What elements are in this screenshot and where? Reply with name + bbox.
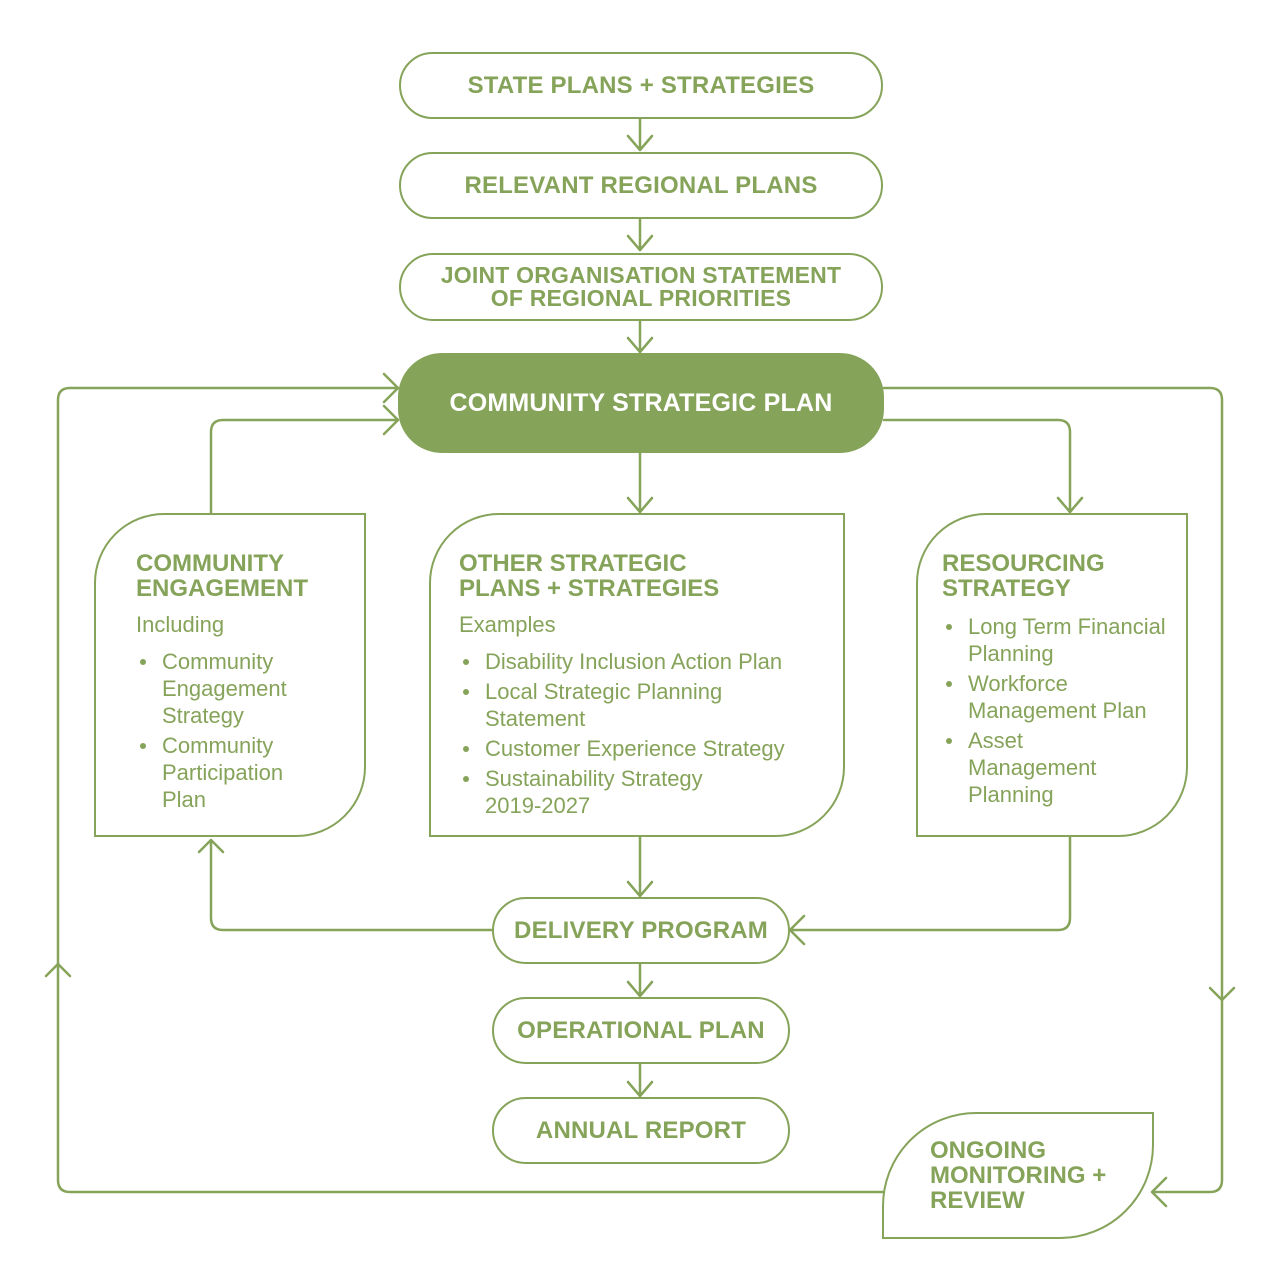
operational-plan-label: OPERATIONAL PLAN xyxy=(517,1016,765,1044)
community-strategic-plan-label: COMMUNITY STRATEGIC PLAN xyxy=(449,388,833,417)
arrow-other-plans-to-delivery xyxy=(626,834,654,898)
regional-plans-box: RELEVANT REGIONAL PLANS xyxy=(399,152,883,219)
community-engagement-box: COMMUNITY ENGAGEMENT Including Community… xyxy=(94,513,366,837)
list-item: Local Strategic Planning Statement xyxy=(463,678,765,732)
other-strategic-plans-title-line1: OTHER STRATEGIC xyxy=(459,550,687,577)
list-item: Customer Experience Strategy xyxy=(463,735,830,762)
other-strategic-plans-subtitle: Examples xyxy=(459,612,556,637)
arrow-delivery-to-operational xyxy=(626,962,654,998)
list-item: Sustainability Strategy 2019-2027 xyxy=(463,765,745,819)
delivery-program-label: DELIVERY PROGRAM xyxy=(514,916,768,944)
annual-report-label: ANNUAL REPORT xyxy=(535,1116,747,1144)
community-engagement-title-line1: COMMUNITY xyxy=(136,550,284,577)
operational-plan-box: OPERATIONAL PLAN xyxy=(492,997,790,1064)
arrow-engagement-to-csp xyxy=(209,404,400,516)
resourcing-strategy-box: RESOURCING STRATEGY Long Term Financial … xyxy=(916,513,1188,837)
arrow-regional-to-joint xyxy=(626,216,654,252)
ongoing-monitoring-title: ONGOING MONITORING + REVIEW xyxy=(930,1138,1142,1213)
community-engagement-list: Community Engagement Strategy Community … xyxy=(136,648,354,813)
arrow-resourcing-to-delivery xyxy=(788,834,1072,946)
arrow-csp-loop-to-monitoring xyxy=(882,386,1224,1208)
arrow-csp-to-other-plans xyxy=(626,451,654,514)
arrow-operational-to-annual xyxy=(626,1062,654,1098)
other-strategic-plans-title: OTHER STRATEGIC PLANS + STRATEGIES xyxy=(459,551,833,601)
resourcing-strategy-title: RESOURCING STRATEGY xyxy=(942,551,1176,601)
community-engagement-title-line2: ENGAGEMENT xyxy=(136,575,309,602)
list-item: Workforce Management Plan xyxy=(946,670,1178,724)
list-item: Community Participation Plan xyxy=(140,732,312,813)
loop-arrowhead-right xyxy=(1208,986,1236,1002)
list-item: Community Engagement Strategy xyxy=(140,648,312,729)
ongoing-monitoring-line1: ONGOING xyxy=(930,1137,1047,1164)
regional-plans-label: RELEVANT REGIONAL PLANS xyxy=(464,171,818,199)
joint-organisation-box: JOINT ORGANISATION STATEMENT OF REGIONAL… xyxy=(399,253,883,321)
annual-report-box: ANNUAL REPORT xyxy=(492,1097,790,1164)
state-plans-label: STATE PLANS + STRATEGIES xyxy=(467,71,815,99)
state-plans-box: STATE PLANS + STRATEGIES xyxy=(399,52,883,119)
other-strategic-plans-list: Disability Inclusion Action Plan Local S… xyxy=(459,648,833,819)
arrow-csp-to-resourcing xyxy=(882,418,1084,514)
other-strategic-plans-box: OTHER STRATEGIC PLANS + STRATEGIES Examp… xyxy=(429,513,845,837)
resourcing-strategy-title-line1: RESOURCING xyxy=(942,550,1105,577)
community-engagement-title: COMMUNITY ENGAGEMENT xyxy=(136,551,354,601)
arrow-joint-to-csp xyxy=(626,318,654,354)
loop-arrowhead-left xyxy=(44,962,72,978)
community-engagement-subtitle: Including xyxy=(136,612,225,637)
resourcing-strategy-title-line2: STRATEGY xyxy=(942,575,1071,602)
ongoing-monitoring-line3: REVIEW xyxy=(930,1187,1025,1214)
arrow-state-to-regional xyxy=(626,116,654,152)
ongoing-monitoring-box: ONGOING MONITORING + REVIEW xyxy=(882,1112,1154,1239)
joint-organisation-label-line1: JOINT ORGANISATION STATEMENT xyxy=(440,262,842,288)
other-strategic-plans-title-line2: PLANS + STRATEGIES xyxy=(459,575,720,602)
list-item: Asset Management Planning xyxy=(946,727,1128,808)
delivery-program-box: DELIVERY PROGRAM xyxy=(492,897,790,964)
community-strategic-plan-box: COMMUNITY STRATEGIC PLAN xyxy=(398,353,884,453)
arrow-delivery-to-engagement xyxy=(197,838,494,932)
ongoing-monitoring-line2: MONITORING + xyxy=(930,1162,1107,1189)
joint-organisation-label-line2: OF REGIONAL PRIORITIES xyxy=(490,285,792,311)
resourcing-strategy-list: Long Term Financial Planning Workforce M… xyxy=(942,613,1176,808)
list-item: Disability Inclusion Action Plan xyxy=(463,648,830,675)
list-item: Long Term Financial Planning xyxy=(946,613,1178,667)
